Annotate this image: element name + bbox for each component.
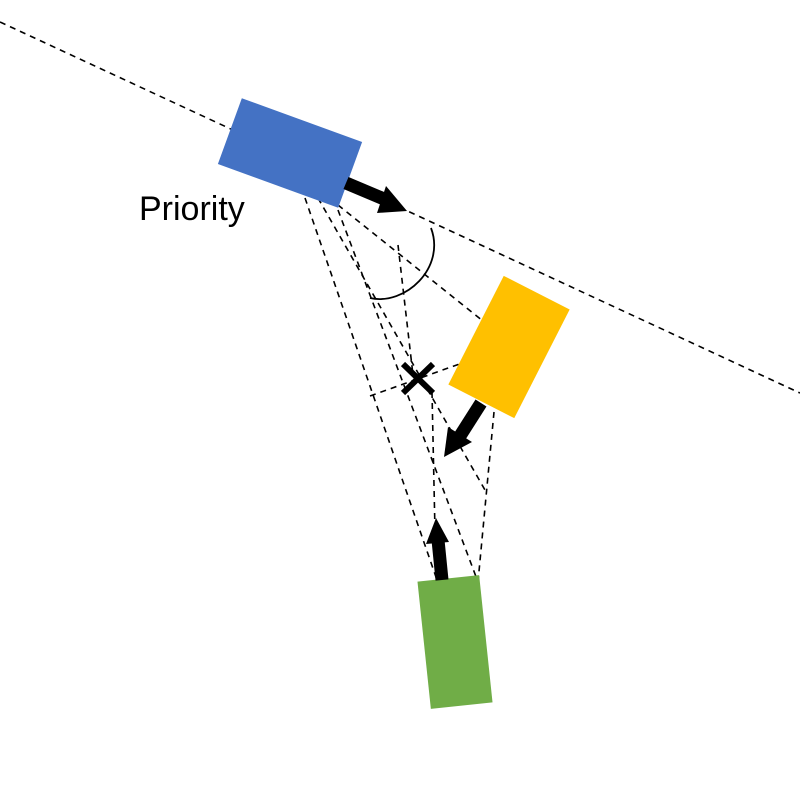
yellow-direction-arrow-icon [444,399,487,457]
sight-line-yellow-left [369,361,466,397]
blue-arrow-shaft [343,177,387,205]
vehicle-yellow [448,275,570,419]
sight-line-blue-green-left [304,197,438,581]
sight-line-yellow-green [477,411,495,583]
sight-line-arc-to-cross [397,244,414,376]
sight-line-blue-green-right [337,209,479,583]
sight-line-blue-yellow [337,204,489,326]
conflict-cross-icon [400,361,436,396]
vehicle-blue [217,98,363,208]
priority-label: Priority [139,190,245,228]
green-direction-arrow-icon [426,518,449,581]
vehicle-green [417,575,493,709]
green-arrow-head [426,518,449,544]
cross-stroke-2 [400,361,436,396]
blue-arrow-head [377,186,407,213]
green-arrow-shaft [431,539,449,581]
yellow-arrow-head [444,427,472,457]
angle-arc-icon [369,227,436,300]
yellow-arrow-shaft [454,399,487,440]
blue-direction-arrow-icon [343,177,407,213]
